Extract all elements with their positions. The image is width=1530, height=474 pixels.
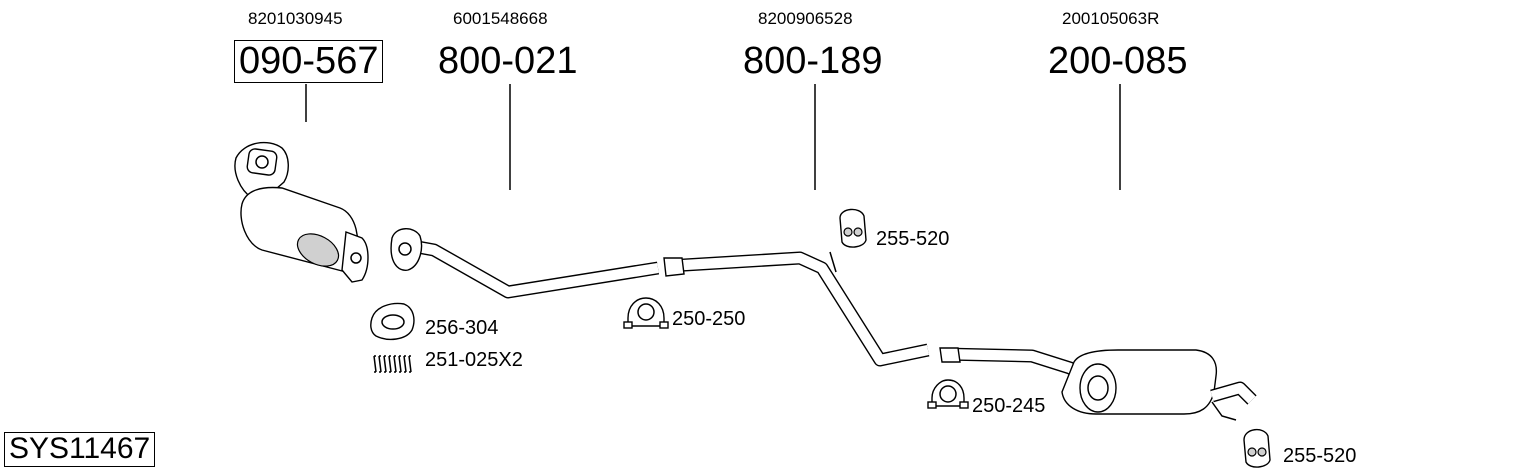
accessory-label: 255-520 xyxy=(876,228,950,250)
oem-number: 6001548668 xyxy=(453,9,548,28)
part-code: 800-021 xyxy=(438,40,578,82)
gasket-ring-icon xyxy=(370,302,415,341)
accessory-label: 251-025X2 xyxy=(425,349,523,371)
accessory-label: 250-245 xyxy=(972,395,1046,417)
accessory-label: 250-250 xyxy=(672,308,746,330)
rubber-hanger-icon xyxy=(1243,429,1271,468)
oem-number: 8201030945 xyxy=(248,9,343,28)
oem-number: 8200906528 xyxy=(758,9,853,28)
rear-silencer xyxy=(939,347,1257,421)
part-code: 800-189 xyxy=(743,40,883,82)
system-code: SYS11467 xyxy=(4,432,156,467)
catalytic-converter xyxy=(234,141,369,283)
accessory-label: 255-520 xyxy=(1283,445,1357,467)
pipe-clamp-icon xyxy=(927,379,969,409)
rubber-hanger-icon xyxy=(839,208,867,248)
part-code: 200-085 xyxy=(1048,40,1188,82)
front-pipe xyxy=(390,228,660,299)
pipe-clamp-icon xyxy=(623,297,669,329)
accessory-label: 256-304 xyxy=(425,317,499,339)
oem-number: 200105063R xyxy=(1062,9,1160,28)
intermediate-pipe xyxy=(663,251,930,367)
spring-icon xyxy=(373,355,412,373)
part-code: 090-567 xyxy=(234,40,384,83)
